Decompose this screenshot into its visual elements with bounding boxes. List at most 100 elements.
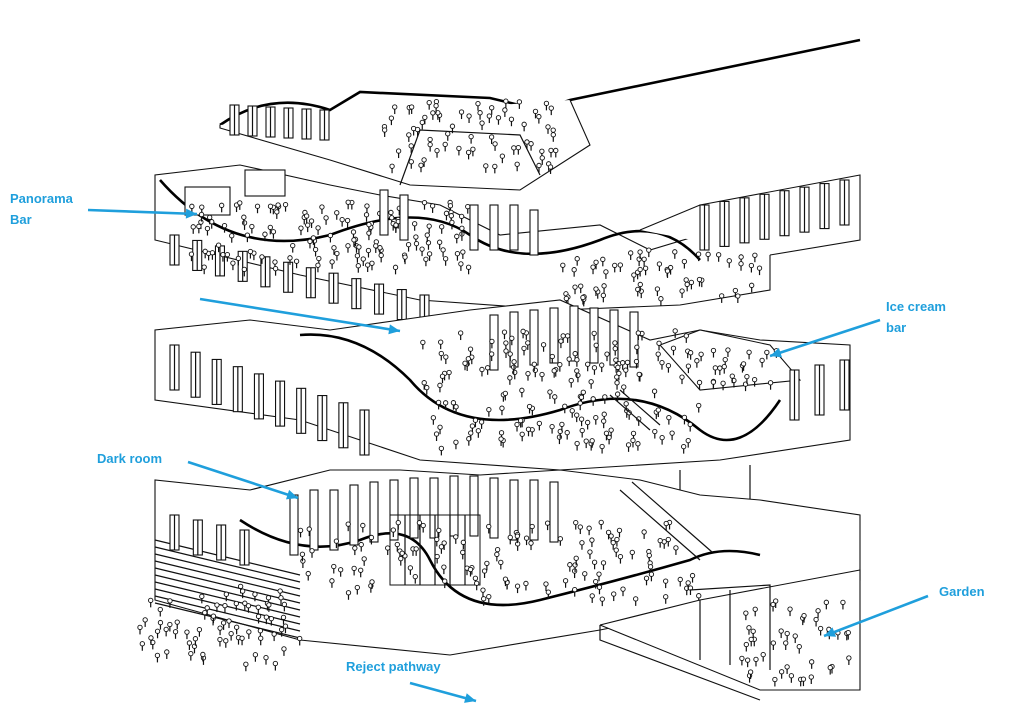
person <box>840 599 846 606</box>
person <box>548 147 554 154</box>
person <box>752 252 758 258</box>
person <box>683 333 689 339</box>
person <box>242 600 248 606</box>
person <box>642 265 649 271</box>
person <box>792 633 798 639</box>
person <box>479 120 485 126</box>
person <box>679 374 685 380</box>
person <box>722 356 728 363</box>
person <box>566 356 572 362</box>
person <box>606 434 612 441</box>
person <box>560 262 566 268</box>
person <box>270 229 277 235</box>
person <box>408 159 414 165</box>
person <box>233 624 240 630</box>
person <box>695 251 702 257</box>
person <box>596 571 602 577</box>
person <box>368 534 375 541</box>
person <box>453 439 459 445</box>
person <box>764 349 770 356</box>
person <box>202 610 208 616</box>
person <box>192 636 199 642</box>
person <box>574 440 580 447</box>
person <box>304 213 310 219</box>
person <box>641 256 647 262</box>
person <box>480 587 486 593</box>
person <box>456 145 462 152</box>
person <box>244 232 251 238</box>
person <box>278 626 285 633</box>
person <box>344 217 351 224</box>
arrow-reject-pathway <box>409 681 477 703</box>
person <box>308 218 315 224</box>
person <box>426 251 433 257</box>
column <box>469 475 479 537</box>
person <box>481 596 487 602</box>
person <box>539 371 545 378</box>
person <box>515 144 521 151</box>
person <box>377 245 383 251</box>
person <box>458 109 465 115</box>
person <box>539 148 545 154</box>
person <box>280 614 287 621</box>
person <box>778 628 784 634</box>
person <box>681 258 688 265</box>
person <box>687 421 693 428</box>
column <box>549 481 559 543</box>
column <box>469 204 479 251</box>
person <box>441 564 447 570</box>
column <box>629 311 639 368</box>
person <box>681 443 687 450</box>
person <box>398 555 404 562</box>
person <box>445 131 451 137</box>
person <box>756 265 763 271</box>
person <box>614 391 621 397</box>
person <box>354 584 360 591</box>
person <box>545 124 551 130</box>
person <box>475 428 481 434</box>
brick-siding <box>154 560 301 597</box>
person <box>657 537 663 544</box>
person <box>600 256 606 262</box>
person <box>746 625 752 631</box>
person <box>696 402 702 409</box>
person <box>442 400 449 406</box>
person <box>729 373 735 379</box>
person <box>591 559 598 565</box>
person <box>329 578 335 584</box>
line-art <box>399 129 541 186</box>
column <box>379 189 389 236</box>
person <box>688 279 695 286</box>
person <box>215 242 222 248</box>
person <box>458 213 465 220</box>
person <box>421 157 427 163</box>
person <box>316 255 322 262</box>
person <box>437 424 443 430</box>
person <box>278 595 284 601</box>
person <box>614 536 620 543</box>
person <box>402 254 408 260</box>
person <box>331 563 337 570</box>
person <box>163 626 169 633</box>
person <box>388 115 395 121</box>
person <box>282 201 289 208</box>
person <box>547 389 553 395</box>
person <box>167 598 173 604</box>
person <box>310 235 317 241</box>
arrow-garden-head <box>824 627 837 637</box>
person <box>568 377 574 384</box>
person <box>656 261 663 267</box>
person <box>252 652 259 658</box>
person <box>845 629 851 636</box>
person <box>198 211 205 218</box>
person <box>509 335 515 341</box>
person <box>539 155 545 161</box>
person <box>670 345 677 351</box>
person <box>612 262 618 269</box>
person <box>373 243 379 249</box>
label-reject-pathway: Reject pathway <box>346 659 441 674</box>
person <box>525 426 532 432</box>
person <box>358 567 364 573</box>
column <box>609 309 619 366</box>
person <box>237 583 244 590</box>
